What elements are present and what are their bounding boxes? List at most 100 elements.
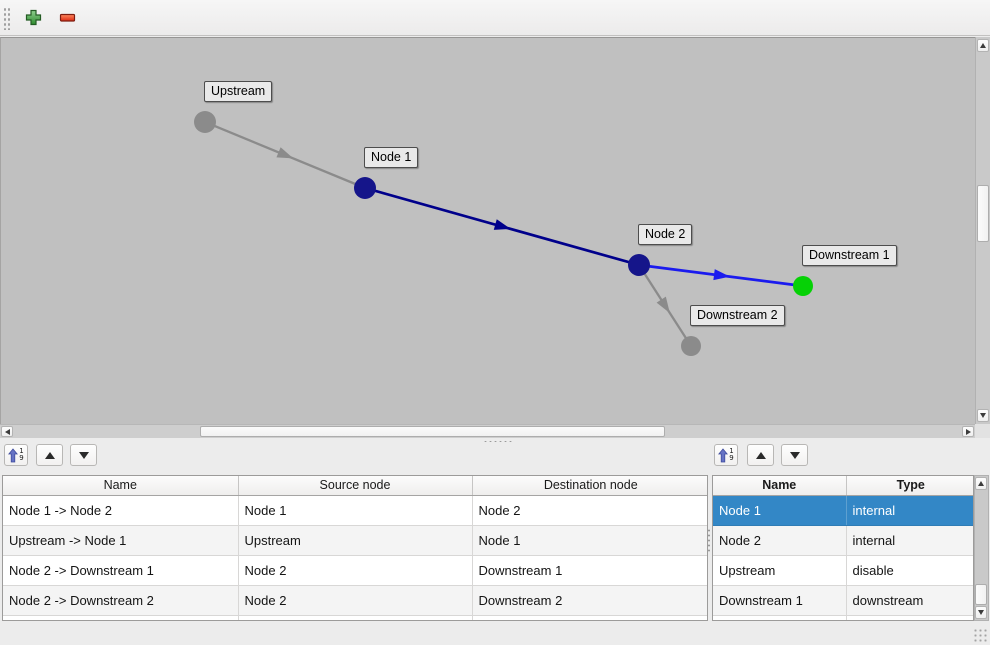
scroll-up-button[interactable] — [975, 477, 987, 490]
table-cell: Node 1 — [472, 525, 707, 556]
links-move-down-button[interactable] — [70, 444, 97, 466]
table-cell — [3, 615, 239, 620]
node-label-node1[interactable]: Node 1 — [364, 147, 419, 168]
arrow-down-icon — [78, 451, 89, 459]
column-header[interactable]: Source node — [238, 476, 473, 496]
scroll-down-button[interactable] — [977, 409, 989, 422]
splitter-grip-icon — [483, 440, 513, 443]
canvas-vertical-scrollbar[interactable] — [975, 37, 990, 424]
nodes-move-up-button[interactable] — [747, 444, 774, 466]
pane-splitter[interactable] — [0, 438, 990, 444]
table-cell: Node 2 -> Downstream 1 — [3, 555, 239, 586]
remove-button[interactable] — [54, 5, 80, 31]
scroll-down-button[interactable] — [975, 606, 987, 619]
table-cell: Node 1 — [713, 495, 847, 526]
sort-digit-bottom: 9 — [19, 454, 24, 462]
scroll-left-button[interactable] — [1, 426, 13, 437]
graph-node-downstream1[interactable] — [793, 276, 813, 296]
horizontal-scroll-thumb[interactable] — [200, 426, 665, 437]
table-cell: internal — [846, 525, 973, 556]
table-cell: Node 2 — [238, 585, 473, 616]
table-cell: Node 2 — [472, 495, 707, 526]
arrow-up-icon — [978, 481, 984, 486]
canvas-horizontal-scrollbar[interactable] — [0, 424, 975, 438]
status-bar — [0, 622, 990, 645]
table-cell: downstream — [846, 585, 973, 616]
arrow-down-icon — [978, 610, 984, 615]
edge-arrow-icon — [713, 269, 730, 281]
node-label-upstream[interactable]: Upstream — [204, 81, 273, 102]
node-label-downstream1[interactable]: Downstream 1 — [802, 245, 897, 266]
table-cell: Upstream — [713, 555, 847, 586]
vertical-scroll-thumb[interactable] — [975, 584, 987, 605]
sort-digit-top: 1 — [19, 447, 24, 455]
table-cell: disable — [846, 555, 973, 586]
toolbar-grip-handle[interactable] — [3, 5, 10, 30]
node-label-node2[interactable]: Node 2 — [638, 224, 693, 245]
arrow-right-icon — [965, 428, 971, 435]
table-cell — [472, 615, 707, 620]
vertical-scroll-thumb[interactable] — [977, 185, 989, 242]
node-label-downstream2[interactable]: Downstream 2 — [690, 305, 785, 326]
scroll-right-button[interactable] — [962, 426, 974, 437]
table-cell — [713, 615, 847, 620]
arrow-up-icon — [44, 451, 55, 459]
edge-arrow-icon — [276, 147, 294, 159]
sort-digit-bottom: 9 — [729, 454, 734, 462]
table-cell: Downstream 1 — [713, 585, 847, 616]
minus-icon — [59, 13, 75, 22]
scrollbar-corner — [975, 424, 990, 438]
table-cell: Node 1 — [238, 495, 473, 526]
nodes-move-down-button[interactable] — [781, 444, 808, 466]
nodes-table-scrollbar[interactable] — [974, 475, 989, 621]
empty-row — [713, 615, 973, 620]
table-cell: Node 1 -> Node 2 — [3, 495, 239, 526]
sort-digit-top: 1 — [729, 447, 734, 455]
arrow-up-icon — [755, 451, 766, 459]
table-cell: Upstream — [238, 525, 473, 556]
graph-node-downstream2[interactable] — [681, 336, 701, 356]
table-cell — [238, 615, 473, 620]
arrow-left-icon — [4, 428, 10, 435]
column-header[interactable]: Type — [846, 476, 973, 496]
edge-arrow-icon — [656, 296, 670, 314]
column-header[interactable]: Name — [713, 476, 847, 496]
arrow-down-icon — [789, 451, 800, 459]
table-cell: Node 2 -> Downstream 2 — [3, 585, 239, 616]
column-header[interactable]: Name — [3, 476, 239, 496]
table-cell: Node 2 — [713, 525, 847, 556]
column-header[interactable]: Destination node — [472, 476, 707, 496]
scroll-up-button[interactable] — [977, 39, 989, 52]
empty-row — [3, 615, 707, 620]
graph-node-node1[interactable] — [354, 177, 376, 199]
links-move-up-button[interactable] — [36, 444, 63, 466]
resize-grip-icon[interactable] — [973, 628, 987, 642]
graph-node-upstream[interactable] — [194, 111, 216, 133]
graph-node-node2[interactable] — [628, 254, 650, 276]
table-splitter-grip-icon[interactable] — [707, 528, 711, 554]
table-cell — [846, 615, 973, 620]
table-cell: Downstream 2 — [472, 585, 707, 616]
plus-icon — [25, 9, 41, 26]
add-button[interactable] — [20, 5, 46, 31]
table-cell: Node 2 — [238, 555, 473, 586]
